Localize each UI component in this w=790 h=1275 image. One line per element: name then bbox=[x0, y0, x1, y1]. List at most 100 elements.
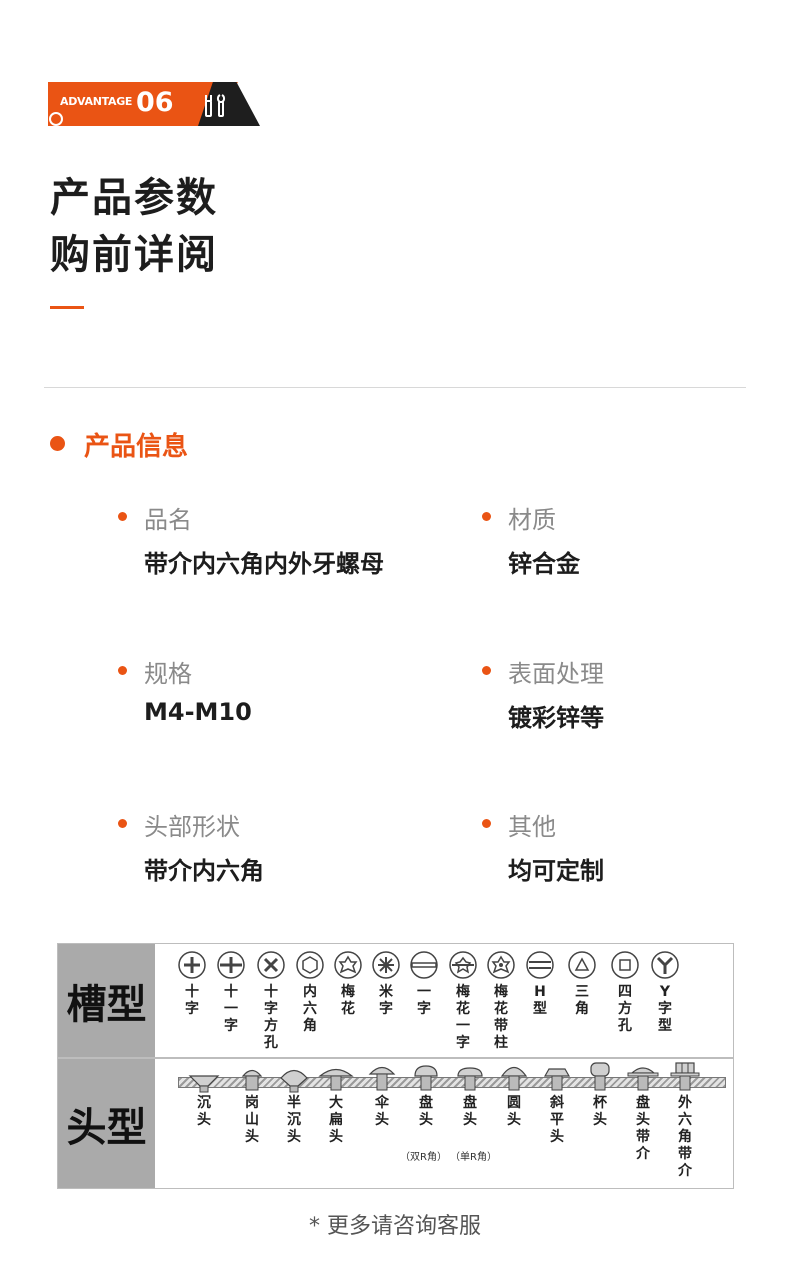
slot-type-name: 四方孔 bbox=[618, 984, 632, 1034]
bullet-icon bbox=[118, 512, 127, 521]
head-type-item: 圆头 bbox=[494, 1057, 534, 1129]
slot-type-name: 十一字 bbox=[224, 984, 238, 1034]
slot-type-name: 梅花带柱 bbox=[494, 984, 508, 1051]
head-type-item: 盘头 bbox=[450, 1057, 490, 1129]
head-type-name: 沉头 bbox=[197, 1095, 211, 1128]
bullet-icon bbox=[118, 819, 127, 828]
phillips-slot-icon bbox=[178, 951, 206, 979]
slot-type-item: 十一字 bbox=[215, 950, 247, 1035]
slot-type-name: 十字 bbox=[185, 984, 199, 1017]
head-type-item: 盘头带介 bbox=[623, 1057, 663, 1163]
slot-type-name: 一字 bbox=[417, 984, 431, 1017]
hex-washer-head-icon bbox=[670, 1062, 700, 1091]
info-value: 镀彩锌等 bbox=[508, 704, 604, 732]
slot-type-item: 十字 bbox=[176, 950, 208, 1018]
slot-type-name: 梅花 bbox=[341, 984, 355, 1017]
advantage-badge: ADVANTAGE 06 bbox=[48, 82, 260, 126]
head-type-name: 盘头带介 bbox=[636, 1095, 650, 1162]
slot-type-item: 米字 bbox=[370, 950, 402, 1018]
head-type-item: 大扁头 bbox=[316, 1057, 356, 1146]
slot-type-item: 一字 bbox=[408, 950, 440, 1018]
head-type-name: 大扁头 bbox=[329, 1095, 343, 1145]
footer-note: * 更多请咨询客服 bbox=[309, 1214, 481, 1239]
section-dot-icon bbox=[50, 436, 65, 451]
slot-type-item: Y字型 bbox=[649, 950, 681, 1035]
head-type-name: 伞头 bbox=[375, 1095, 389, 1128]
info-value: M4-M10 bbox=[144, 698, 252, 726]
head-type-item: 斜平头 bbox=[537, 1057, 577, 1146]
info-value: 带介内六角内外牙螺母 bbox=[144, 550, 384, 578]
info-value: 均可定制 bbox=[508, 857, 604, 885]
countersunk-head-icon bbox=[188, 1075, 220, 1093]
bevel-flat-head-icon bbox=[543, 1068, 571, 1091]
accent-line bbox=[50, 306, 84, 309]
slot-type-name: 十字方孔 bbox=[264, 984, 278, 1051]
slot-type-item: 三角 bbox=[566, 950, 598, 1018]
head-type-item: 半沉头 bbox=[274, 1057, 314, 1146]
head-type-item: 伞头 bbox=[362, 1057, 402, 1129]
slotted-icon bbox=[410, 951, 438, 979]
round-head-icon bbox=[500, 1066, 528, 1091]
half-countersunk-head-icon bbox=[280, 1069, 308, 1093]
head-type-name: 斜平头 bbox=[550, 1095, 564, 1145]
torx-slot-icon bbox=[334, 951, 362, 979]
section-title: 产品信息 bbox=[84, 432, 189, 462]
head-type-name: 盘头 bbox=[419, 1095, 433, 1128]
slot-type-item: 十字方孔 bbox=[255, 950, 287, 1052]
head-type-item: 沉头 bbox=[184, 1057, 224, 1129]
slot-type-item: 内六角 bbox=[294, 950, 326, 1035]
slot-type-name: H型 bbox=[533, 984, 547, 1017]
cup-head-icon bbox=[590, 1062, 610, 1091]
badge-label: ADVANTAGE bbox=[60, 95, 133, 108]
y-slot-icon bbox=[651, 951, 679, 979]
head-note: （双R角） bbox=[400, 1152, 447, 1163]
head-type-name: 杯头 bbox=[593, 1095, 607, 1128]
head-type-name: 半沉头 bbox=[287, 1095, 301, 1145]
slot-type-item: 梅花带柱 bbox=[485, 950, 517, 1052]
slot-type-name: 内六角 bbox=[303, 984, 317, 1034]
slot-type-item: 四方孔 bbox=[609, 950, 641, 1035]
umbrella-head-icon bbox=[368, 1066, 396, 1091]
head-type-name: 岗山头 bbox=[245, 1095, 259, 1145]
pan-head-icon bbox=[414, 1065, 438, 1091]
slot-type-name: 米字 bbox=[379, 984, 393, 1017]
slot-type-name: Y字型 bbox=[658, 984, 672, 1034]
info-value: 带介内六角 bbox=[144, 857, 264, 885]
head-type-item: 盘头 bbox=[406, 1057, 446, 1129]
table-divider bbox=[58, 1057, 733, 1059]
head-type-item: 外六角带介 bbox=[665, 1057, 705, 1180]
slot-type-name: 三角 bbox=[575, 984, 589, 1017]
square-slot-icon bbox=[611, 951, 639, 979]
head-type-name: 圆头 bbox=[507, 1095, 521, 1128]
head-type-label: 头型 bbox=[58, 1059, 155, 1188]
pin-torx-slot-icon bbox=[487, 951, 515, 979]
slot-type-item: 梅花 bbox=[332, 950, 364, 1018]
square-cross-slot-icon bbox=[257, 951, 285, 979]
page-title-line1: 产品参数 bbox=[50, 175, 218, 221]
flat-wide-head-icon bbox=[318, 1068, 354, 1091]
head-type-item: 岗山头 bbox=[232, 1057, 272, 1146]
head-type-name: 外六角带介 bbox=[678, 1095, 692, 1179]
torx-slotted-icon bbox=[449, 951, 477, 979]
pan-washer-head-icon bbox=[627, 1067, 659, 1091]
info-label: 表面处理 bbox=[508, 660, 604, 688]
bullet-icon bbox=[482, 666, 491, 675]
star-slot-icon bbox=[372, 951, 400, 979]
bullet-icon bbox=[118, 666, 127, 675]
info-label: 品名 bbox=[144, 506, 192, 534]
badge-number: 06 bbox=[136, 87, 174, 118]
triangle-slot-icon bbox=[568, 951, 596, 979]
badge-circle-icon bbox=[49, 112, 63, 126]
info-label: 头部形状 bbox=[144, 813, 240, 841]
info-label: 规格 bbox=[144, 660, 192, 688]
head-note: （单R角） bbox=[450, 1152, 497, 1163]
slot-type-item: H型 bbox=[524, 950, 556, 1018]
info-label: 材质 bbox=[508, 506, 556, 534]
slot-type-item: 梅花一字 bbox=[447, 950, 479, 1052]
bullet-icon bbox=[482, 819, 491, 828]
info-label: 其他 bbox=[508, 813, 556, 841]
info-value: 锌合金 bbox=[508, 550, 580, 578]
type-table: 槽型 头型 十字 十一字 十字方孔 内六角 梅花 米字 一字 梅花一字 梅花带柱… bbox=[57, 943, 734, 1189]
pan-head-single-r-icon bbox=[457, 1067, 483, 1091]
head-type-name: 盘头 bbox=[463, 1095, 477, 1128]
